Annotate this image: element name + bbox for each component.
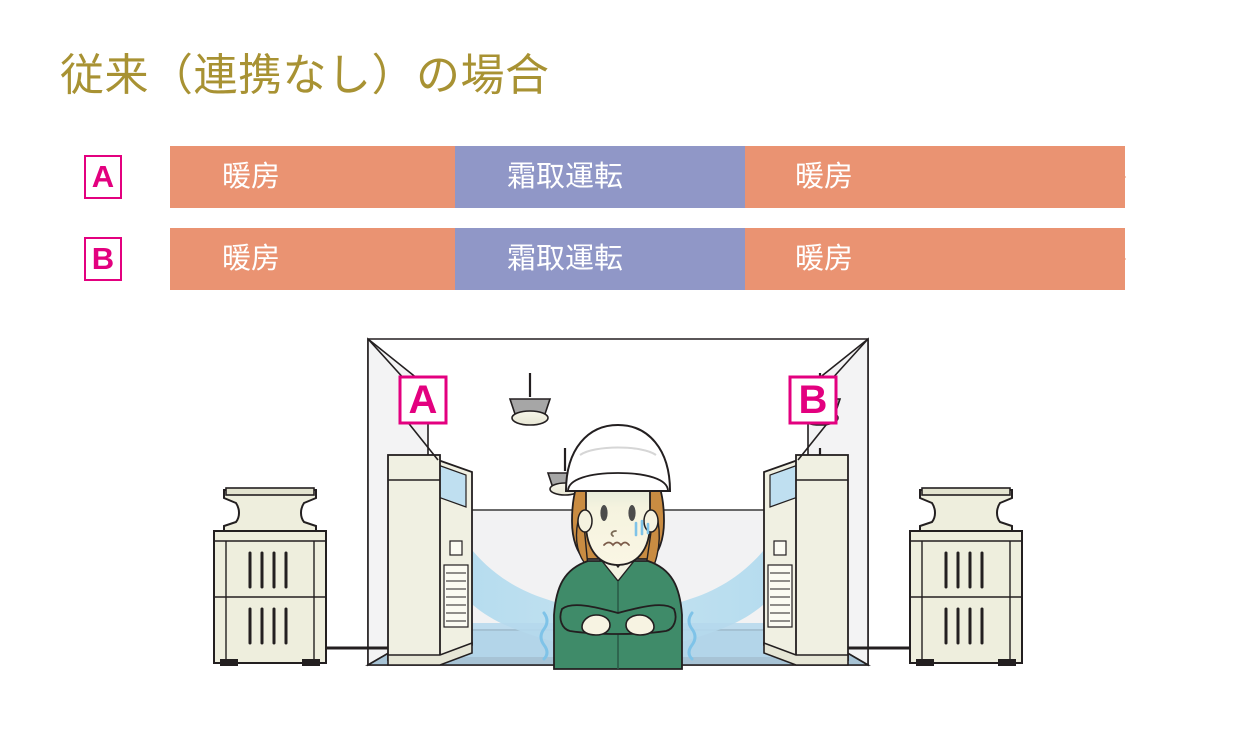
bar-segment-heating-2: 暖房 bbox=[745, 146, 1125, 208]
unit-badge-b: B bbox=[788, 375, 838, 425]
timeline-bar-b: 暖房 霜取運転 暖房 bbox=[170, 228, 1126, 290]
bar-segment-label: 暖房 bbox=[222, 161, 281, 193]
unit-badge-a: A bbox=[398, 375, 448, 425]
page-title: 従来（連携なし）の場合 bbox=[60, 51, 550, 100]
room-illustration: A B bbox=[200, 325, 1200, 695]
timeline-bar-a: 暖房 霜取運転 暖房 bbox=[170, 146, 1126, 208]
indoor-unit-b bbox=[763, 454, 916, 666]
unit-badge-a-label: A bbox=[409, 378, 438, 422]
timeline-row-a: A 暖房 霜取運転 暖房 bbox=[84, 146, 1126, 208]
callout-leader-a bbox=[367, 338, 439, 461]
outdoor-unit-b bbox=[909, 487, 1023, 666]
ceiling-light-icon bbox=[508, 373, 552, 426]
bar-segment-heating-2: 暖房 bbox=[745, 228, 1125, 290]
bar-segment-label: 暖房 bbox=[795, 161, 854, 193]
row-badge-a: A bbox=[84, 155, 122, 199]
bar-segment-heating-1: 暖房 bbox=[170, 228, 455, 290]
bar-segment-label: 霜取運転 bbox=[507, 161, 624, 193]
row-badge-b: B bbox=[84, 237, 122, 281]
worker-figure bbox=[539, 423, 697, 670]
bar-segment-defrost: 霜取運転 bbox=[455, 228, 745, 290]
bar-segment-defrost: 霜取運転 bbox=[455, 146, 745, 208]
bar-segment-label: 暖房 bbox=[795, 243, 854, 275]
outdoor-unit-a bbox=[213, 487, 327, 666]
bar-segment-label: 暖房 bbox=[222, 243, 281, 275]
timeline-row-b: B 暖房 霜取運転 暖房 bbox=[84, 228, 1126, 290]
unit-badge-b-label: B bbox=[799, 378, 828, 422]
bar-segment-heating-1: 暖房 bbox=[170, 146, 455, 208]
bar-arrow-icon bbox=[1095, 228, 1126, 290]
indoor-unit-a bbox=[320, 454, 473, 666]
bar-arrow-icon bbox=[1095, 146, 1126, 208]
callout-leader-b bbox=[797, 338, 869, 461]
bar-segment-label: 霜取運転 bbox=[507, 243, 624, 275]
